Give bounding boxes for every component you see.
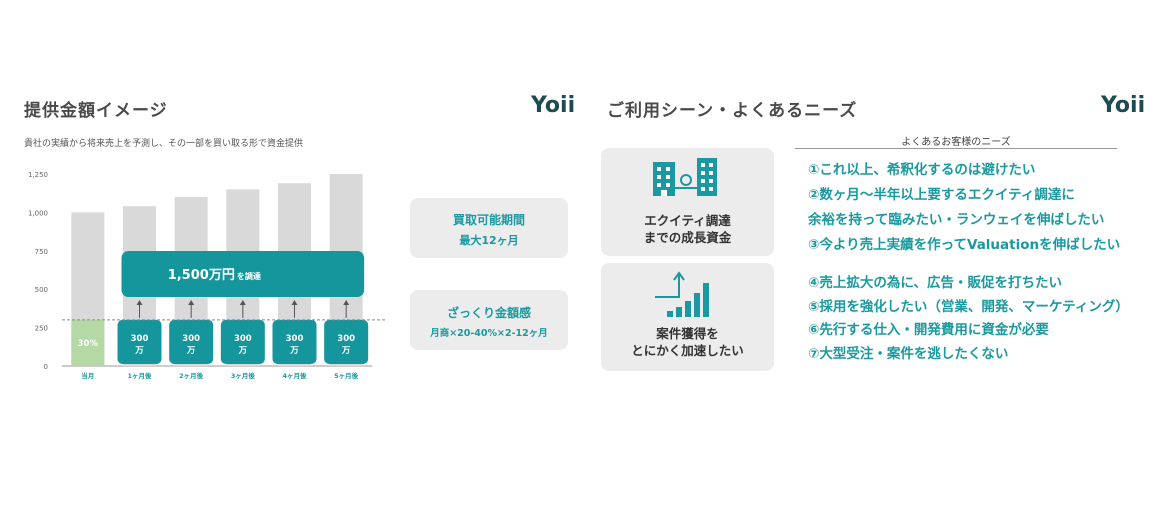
bar-value-label: 300 xyxy=(337,334,355,344)
need-item: ①これ以上、希釈化するのは避けたい xyxy=(808,162,1036,178)
y-tick-label: 1,000 xyxy=(28,209,48,217)
need-item: ②数ヶ月〜半年以上要するエクイティ調達に xyxy=(808,187,1075,203)
x-tick-label: 3ヶ月後 xyxy=(231,371,256,380)
purchase-period-title: 買取可能期間 xyxy=(452,213,525,227)
funding-bar-chart: 0 250 500 750 1,000 1,250 30% 300 万 300 万 300 万 300 万 3… xyxy=(28,171,386,380)
growth-chart-icon xyxy=(655,271,709,317)
y-tick-label: 0 xyxy=(44,363,48,371)
arrow-head xyxy=(239,300,246,305)
needs-list-bottom: ④売上拡大の為に、広告・販促を打ちたい ⑤採用を強化したい（営業、開発、マーケテ… xyxy=(808,271,1129,365)
bar-value-unit: 万 xyxy=(186,346,196,356)
x-tick-label: 5ヶ月後 xyxy=(334,371,359,380)
needs-list-top: ①これ以上、希釈化するのは避けたい ②数ヶ月〜半年以上要するエクイティ調達に 余… xyxy=(808,158,1120,258)
scene-card-equity: エクイティ調達 までの成長資金 xyxy=(601,148,774,256)
needs-header: よくあるお客様のニーズ xyxy=(901,137,1011,148)
bar-value-label: 30% xyxy=(78,339,99,349)
callout-amount: 1,500万円 xyxy=(168,268,235,283)
x-tick-label: 当月 xyxy=(81,371,94,380)
yoii-logo-left: Yoii xyxy=(531,93,575,118)
y-tick-label: 500 xyxy=(35,286,48,294)
need-item: ⑥先行する仕入・開発費用に資金が必要 xyxy=(808,322,1049,338)
funded-bar xyxy=(272,319,317,364)
bar-value-label: 300 xyxy=(234,334,252,344)
x-tick-label: 1ヶ月後 xyxy=(127,371,152,380)
right-slide-title: ご利用シーン・よくあるニーズ xyxy=(607,101,858,121)
bar-value-label: 300 xyxy=(286,334,304,344)
bar-value-unit: 万 xyxy=(238,346,248,356)
left-slide-subtitle: 貴社の実績から将来売上を予測し、その一部を買い取る形で資金提供 xyxy=(24,139,304,149)
x-tick-label: 4ヶ月後 xyxy=(282,371,307,380)
y-tick-label: 750 xyxy=(35,248,48,256)
building-icon xyxy=(653,158,717,196)
arrow-head xyxy=(188,300,195,305)
scene-deals-line2: とにかく加速したい xyxy=(631,343,744,358)
bar-value-unit: 万 xyxy=(134,346,144,356)
bar-value-label: 300 xyxy=(182,334,200,344)
scene-equity-line1: エクイティ調達 xyxy=(644,213,731,228)
need-item: ⑤採用を強化したい（営業、開発、マーケティング） xyxy=(808,298,1129,315)
amount-estimate-formula: 月商×20-40%×2-12ヶ月 xyxy=(430,328,548,339)
callout-suffix: を調達 xyxy=(237,271,261,281)
funded-bar xyxy=(117,319,162,364)
y-tick-label: 1,250 xyxy=(28,171,48,179)
logo-text: Yoii xyxy=(531,93,576,118)
purchase-period-card: 買取可能期間 最大12ヶ月 xyxy=(410,198,568,258)
needs-header-rule xyxy=(795,148,1117,149)
left-slide-title: 提供金額イメージ xyxy=(24,101,168,121)
arrow-head xyxy=(136,300,143,305)
scene-deals-line1: 案件獲得を xyxy=(656,326,719,341)
y-tick-label: 250 xyxy=(35,325,48,333)
arrow-head xyxy=(291,300,298,305)
bar-value-unit: 万 xyxy=(341,346,351,356)
x-tick-label: 2ヶ月後 xyxy=(179,371,204,380)
bar-value-label: 300 xyxy=(131,334,149,344)
current-month-bar xyxy=(71,319,105,366)
funded-bar xyxy=(169,319,214,364)
arrow-head xyxy=(343,300,350,305)
scene-card-deals: 案件獲得を とにかく加速したい xyxy=(601,263,774,371)
funded-bar xyxy=(324,319,369,364)
need-item: ③今より売上実績を作ってValuationを伸ばしたい xyxy=(808,237,1121,253)
yoii-logo-right: Yoii xyxy=(1101,93,1145,118)
need-item: ⑦大型受注・案件を逃したくない xyxy=(808,345,1009,362)
need-item: ④売上拡大の為に、広告・販促を打ちたい xyxy=(808,275,1063,291)
logo-text: Yoii xyxy=(1101,93,1146,118)
scene-equity-line2: までの成長資金 xyxy=(643,230,732,245)
need-item: 余裕を持って臨みたい・ランウェイを伸ばしたい xyxy=(808,212,1105,228)
amount-estimate-title: ざっくり金額感 xyxy=(446,306,531,320)
funding-callout-box xyxy=(121,251,365,297)
purchase-period-value: 最大12ヶ月 xyxy=(459,234,519,247)
bar-value-unit: 万 xyxy=(289,346,299,356)
amount-estimate-card: ざっくり金額感 月商×20-40%×2-12ヶ月 xyxy=(410,290,568,350)
funded-bar xyxy=(220,319,265,364)
